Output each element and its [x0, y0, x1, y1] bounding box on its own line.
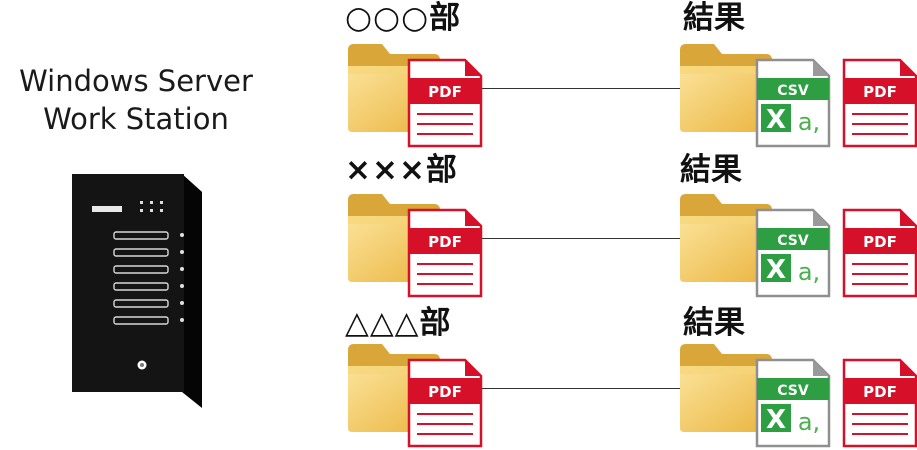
csv-excel-file-icon [755, 58, 831, 148]
csv-excel-file-icon [755, 358, 831, 448]
server-tower-icon [72, 174, 202, 408]
result-label-1: 結果 [683, 0, 745, 36]
server-title-line1: Windows Server [19, 64, 253, 98]
result-label-3: 結果 [683, 305, 745, 341]
pdf-file-icon [407, 358, 483, 448]
pdf-file-icon [842, 358, 917, 448]
connector-line-3 [482, 388, 680, 389]
csv-excel-file-icon [755, 208, 831, 298]
department-label-2: ×××部 [345, 152, 458, 188]
server-title-line2: Work Station [43, 102, 229, 136]
pdf-file-icon [842, 58, 917, 148]
department-label-3: △△△部 [345, 305, 452, 341]
pdf-file-icon [407, 58, 483, 148]
department-label-1: ○○○部 [345, 0, 462, 36]
pdf-file-icon [407, 208, 483, 298]
result-label-2: 結果 [680, 152, 742, 188]
connector-line-2 [482, 238, 680, 239]
pdf-file-icon [842, 208, 917, 298]
connector-line-1 [482, 88, 680, 89]
server-title: Windows Server Work Station [0, 62, 272, 138]
